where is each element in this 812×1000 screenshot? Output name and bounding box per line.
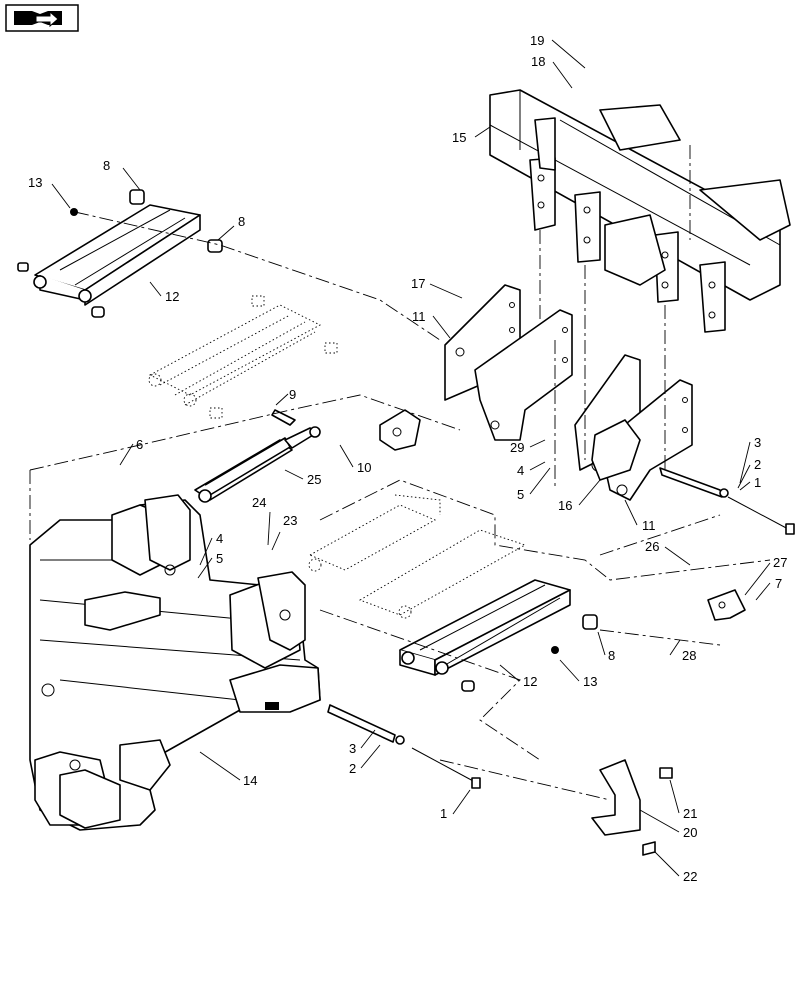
callout-17: 17 [411,276,425,291]
callout-2: 2 [754,457,761,472]
callout-12: 12 [523,674,537,689]
ghost-link-lower [308,494,527,619]
callout-6: 6 [136,437,143,452]
pin-bolt-assembly-lower [327,704,481,789]
callout-21: 21 [683,806,697,821]
callout-13: 13 [28,175,42,190]
callout-12: 12 [165,289,179,304]
callout-19: 19 [530,33,544,48]
callout-18: 18 [531,54,545,69]
callout-3: 3 [754,435,761,450]
callout-15: 15 [452,130,466,145]
ghost-link-upper [148,295,338,419]
callout-1: 1 [754,475,761,490]
callout-1: 1 [440,806,447,821]
book-arrow-icon[interactable] [5,4,79,32]
callout-13: 13 [583,674,597,689]
callout-7: 7 [775,576,782,591]
assembly-guide-lines [29,145,771,801]
link-assembly-part-12-lower [399,579,598,692]
callout-4: 4 [517,463,524,478]
callout-16: 16 [558,498,572,513]
callout-9: 9 [289,387,296,402]
callout-10: 10 [357,460,371,475]
callout-14: 14 [243,773,257,788]
hydraulic-cylinder-part-25 [194,409,321,503]
callout-20: 20 [683,825,697,840]
callout-23: 23 [283,513,297,528]
link-assembly-part-12-upper [17,189,223,318]
callout-8: 8 [103,158,110,173]
callout-27: 27 [773,555,787,570]
callout-22: 22 [683,869,697,884]
leader-lines [51,39,771,877]
callout-11: 11 [642,518,656,533]
callout-2: 2 [349,761,356,776]
callout-5: 5 [216,551,223,566]
callout-29: 29 [510,440,524,455]
hitch-bracket-part-11-upper [444,284,573,441]
callout-labels: 19 18 15 13 8 8 12 17 11 9 6 10 25 29 4 … [28,33,787,884]
callout-28: 28 [682,648,696,663]
callout-11: 11 [412,309,426,324]
main-frame-part-14 [29,494,321,831]
callout-3: 3 [349,741,356,756]
clevis-part-10 [379,409,421,451]
callout-26: 26 [645,539,659,554]
mount-part-16 [591,419,641,481]
callout-5: 5 [517,487,524,502]
bracket-part-20 [591,759,673,856]
callout-8: 8 [238,214,245,229]
callout-4: 4 [216,531,223,546]
callout-8: 8 [608,648,615,663]
callout-24: 24 [252,495,266,510]
clevis-part-27 [707,589,746,621]
callout-25: 25 [307,472,321,487]
toolbar-frame-part-15 [489,89,791,333]
pin-bolt-assembly-right [659,467,795,535]
